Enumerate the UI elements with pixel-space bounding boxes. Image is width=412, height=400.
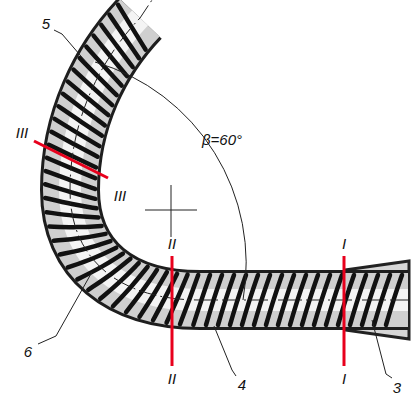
section-line [343,256,346,366]
callout-number: 4 [236,377,248,394]
section-label: I [340,236,348,253]
rope-strands [45,5,402,325]
rope-body [70,18,408,300]
section-line [34,141,108,178]
rope-highlight [70,18,408,300]
section-label: I [340,371,348,388]
leader-line [38,272,92,344]
rope-surface [70,18,408,300]
center-line [70,0,408,300]
section-label: III [112,188,129,205]
rope-outline [70,18,408,300]
angle-label: β=60° [200,132,244,149]
center-mark [171,185,172,237]
leader-line [214,326,236,376]
section-label: II [166,236,178,253]
leader-line [54,30,86,62]
strand-line [118,5,145,50]
callout-number: 3 [391,380,403,397]
section-line [171,256,174,366]
section-label: II [166,371,178,388]
callout-number: 6 [22,344,34,361]
leader-line [372,320,392,378]
callout-number: 5 [40,16,52,33]
section-label: III [14,125,31,142]
